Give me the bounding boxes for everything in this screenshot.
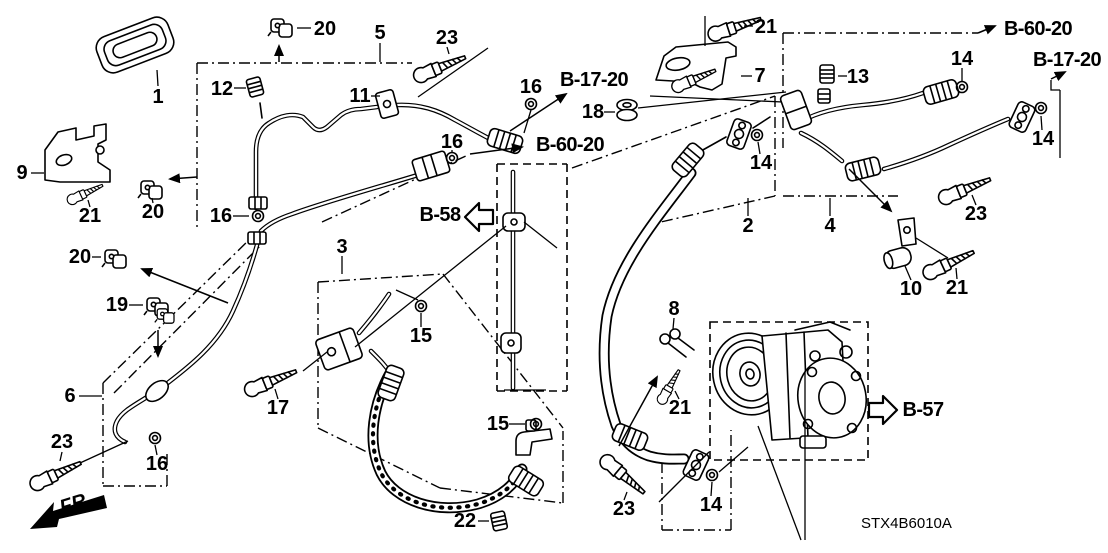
o-ring-icon bbox=[414, 299, 428, 313]
hose-fitting-icon bbox=[669, 140, 707, 180]
bolt-icon bbox=[26, 455, 85, 494]
part-callout-15[interactable]: 15 bbox=[410, 325, 432, 347]
pipe-clip-icon bbox=[137, 180, 163, 200]
o-ring-icon bbox=[1034, 101, 1048, 115]
part-callout-21[interactable]: 21 bbox=[79, 205, 101, 227]
part-callout-16[interactable]: 16 bbox=[520, 76, 542, 98]
part-callout-6[interactable]: 6 bbox=[64, 385, 75, 407]
reference-link-B-58[interactable]: B-58 bbox=[420, 204, 462, 226]
leader-lines bbox=[31, 16, 1043, 541]
body-grommet bbox=[144, 379, 170, 403]
part-callout-14[interactable]: 14 bbox=[700, 494, 723, 516]
part-callout-15[interactable]: 15 bbox=[487, 413, 509, 435]
part-callout-16[interactable]: 16 bbox=[210, 205, 232, 227]
o-ring-icon bbox=[955, 80, 969, 94]
pipe-junction-icon bbox=[374, 88, 400, 120]
b58-arrow-icon bbox=[463, 201, 495, 233]
part-callout-7[interactable]: 7 bbox=[754, 65, 765, 87]
part-callout-11[interactable]: 11 bbox=[349, 85, 370, 107]
o-ring-icon bbox=[705, 468, 719, 482]
part-callout-21[interactable]: 21 bbox=[755, 16, 777, 38]
part-callout-16[interactable]: 16 bbox=[146, 453, 168, 475]
part-callout-10[interactable]: 10 bbox=[900, 278, 922, 300]
part-callout-1[interactable]: 1 bbox=[152, 86, 163, 108]
part-callout-21[interactable]: 21 bbox=[669, 397, 691, 419]
bolt-icon bbox=[241, 363, 300, 400]
o-ring-icon bbox=[251, 209, 265, 223]
holder-icon bbox=[883, 217, 917, 270]
drawing-code: STX4B6010A bbox=[861, 515, 952, 532]
part-callout-23[interactable]: 23 bbox=[965, 203, 987, 225]
fr-arrow-icon bbox=[30, 495, 107, 529]
reference-layer: B-17-20B-60-20B-60-20B-17-20B-58B-57 bbox=[420, 18, 1103, 421]
o-ring-icon bbox=[750, 128, 764, 142]
reference-link-B-17-20[interactable]: B-17-20 bbox=[1033, 49, 1102, 71]
part-callout-4[interactable]: 4 bbox=[824, 215, 836, 237]
gasket-icon bbox=[95, 16, 175, 74]
part-callout-18[interactable]: 18 bbox=[582, 101, 604, 123]
sealing-cap-icon bbox=[245, 75, 265, 99]
compressor-art bbox=[712, 321, 867, 449]
o-ring-icon bbox=[524, 97, 538, 111]
valve-core-icon bbox=[659, 328, 695, 358]
part-callout-16[interactable]: 16 bbox=[441, 131, 463, 153]
part-icons bbox=[26, 11, 1048, 533]
pipe-clamp-icon bbox=[502, 212, 526, 232]
part-callout-12[interactable]: 12 bbox=[211, 78, 233, 100]
sealing-cap-icon bbox=[819, 64, 835, 84]
bolt-icon bbox=[935, 171, 994, 208]
part-callout-8[interactable]: 8 bbox=[668, 298, 679, 320]
pipe-clamp-icon bbox=[500, 332, 522, 354]
part-callout-20[interactable]: 20 bbox=[314, 18, 336, 40]
part-callout-21[interactable]: 21 bbox=[946, 277, 968, 299]
pipe-clip-icon bbox=[267, 18, 293, 38]
part-callout-13[interactable]: 13 bbox=[847, 66, 869, 88]
part-callout-9[interactable]: 9 bbox=[16, 162, 27, 184]
part-callout-14[interactable]: 14 bbox=[951, 48, 974, 70]
reference-link-B-60-20[interactable]: B-60-20 bbox=[536, 134, 605, 156]
sealing-cap-icon bbox=[489, 509, 509, 533]
part-callout-5[interactable]: 5 bbox=[374, 22, 385, 44]
o-ring-icon bbox=[148, 431, 162, 445]
pipe-clip-icon bbox=[154, 308, 175, 324]
part-callout-14[interactable]: 14 bbox=[750, 152, 773, 174]
o-ring-icon bbox=[445, 151, 459, 165]
part-callout-23[interactable]: 23 bbox=[51, 431, 73, 453]
compressor-box bbox=[709, 321, 869, 461]
part-callout-3[interactable]: 3 bbox=[336, 236, 347, 258]
part-callout-17[interactable]: 17 bbox=[267, 397, 289, 419]
grommet-icon bbox=[616, 98, 638, 122]
fr-direction-label: FR. bbox=[57, 488, 94, 518]
bolt-icon bbox=[64, 179, 106, 207]
charge-port-icon bbox=[817, 88, 831, 104]
reference-link-B-17-20[interactable]: B-17-20 bbox=[560, 69, 629, 91]
b57-arrow-icon bbox=[867, 394, 899, 426]
part-callout-23[interactable]: 23 bbox=[436, 27, 458, 49]
part-callout-14[interactable]: 14 bbox=[1032, 128, 1055, 150]
part-callout-19[interactable]: 19 bbox=[106, 294, 128, 316]
pipes-artwork bbox=[115, 93, 1008, 442]
pipe-clip-icon bbox=[101, 249, 127, 269]
part-callout-20[interactable]: 20 bbox=[69, 246, 91, 268]
part-callout-22[interactable]: 22 bbox=[454, 510, 476, 532]
pipe-fitting-icon bbox=[921, 77, 961, 107]
reference-link-B-60-20[interactable]: B-60-20 bbox=[1004, 18, 1073, 40]
part-callout-20[interactable]: 20 bbox=[142, 201, 164, 223]
hose-fitting-icon bbox=[375, 363, 407, 403]
bracket-icon bbox=[44, 123, 111, 183]
hose-manifold-icon bbox=[315, 327, 363, 371]
part-callout-2[interactable]: 2 bbox=[742, 215, 753, 237]
bracket-icon bbox=[655, 41, 737, 91]
part-callout-23[interactable]: 23 bbox=[613, 498, 635, 520]
pipe-flange-icon bbox=[779, 89, 813, 131]
fittings-artwork bbox=[247, 77, 1037, 499]
pointer-arrows bbox=[140, 25, 1067, 447]
pipe-end-fitting-icon bbox=[411, 150, 451, 182]
clamp-fitting-icon bbox=[724, 116, 754, 152]
reference-link-B-57[interactable]: B-57 bbox=[903, 399, 945, 421]
